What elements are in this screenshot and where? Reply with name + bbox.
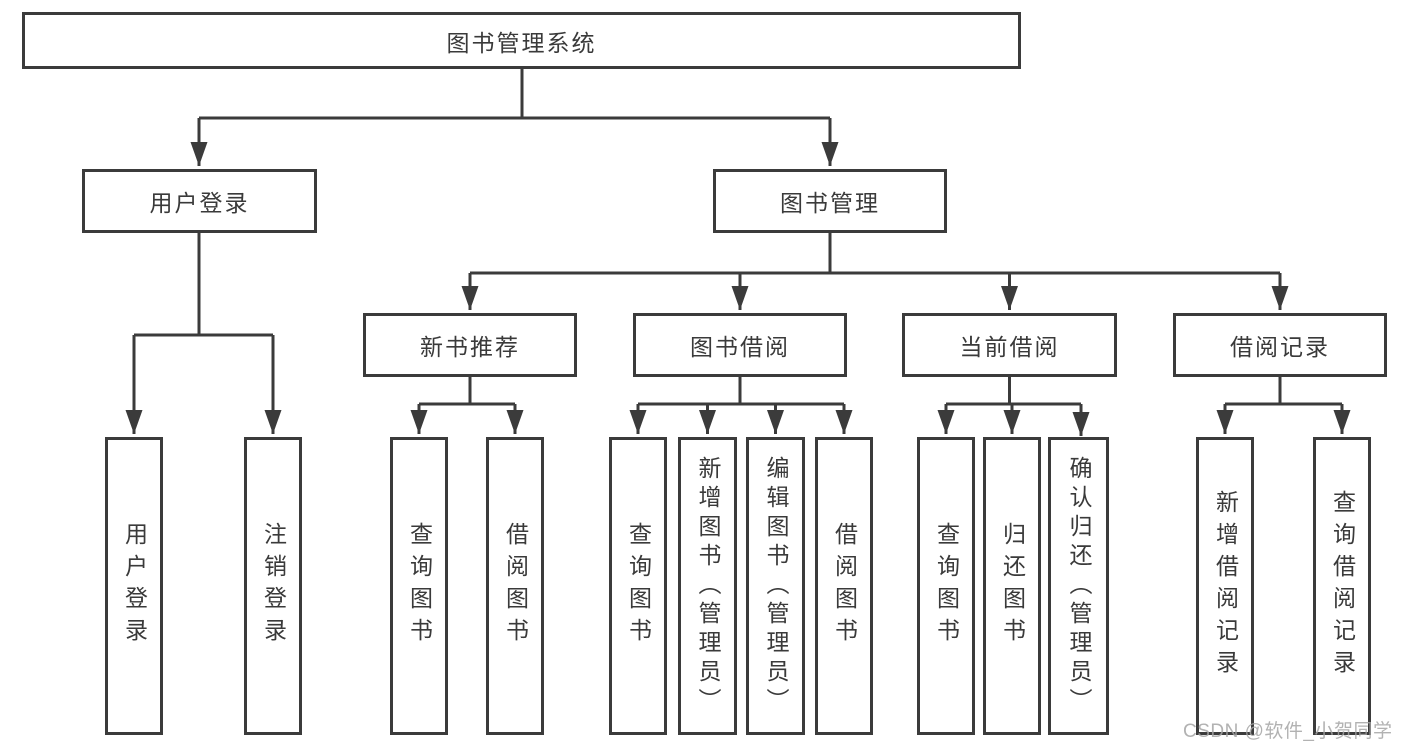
connector-current-bar bbox=[946, 377, 1081, 406]
connector-user-login-bar bbox=[134, 233, 273, 337]
node-book-management: 图书管理 bbox=[713, 169, 947, 233]
leaf-current-query-books: 查询图书 bbox=[917, 437, 975, 735]
node-new-book-recommend: 新书推荐 bbox=[363, 313, 577, 377]
node-borrow-records: 借阅记录 bbox=[1173, 313, 1387, 377]
node-book-borrow: 图书借阅 bbox=[633, 313, 847, 377]
leaf-query-borrow-record: 查询借阅记录 bbox=[1313, 437, 1371, 735]
leaf-edit-books-admin: 编辑图书（管理员） bbox=[746, 437, 805, 735]
leaf-add-borrow-record: 新增借阅记录 bbox=[1196, 437, 1254, 735]
leaf-recommend-borrow-books: 借阅图书 bbox=[486, 437, 544, 735]
node-current-borrow: 当前借阅 bbox=[902, 313, 1117, 377]
leaf-borrow-books: 借阅图书 bbox=[815, 437, 873, 735]
node-user-login: 用户登录 bbox=[82, 169, 317, 233]
leaf-user-login: 用户登录 bbox=[105, 437, 163, 735]
leaf-borrow-query-books: 查询图书 bbox=[609, 437, 667, 735]
leaf-logout: 注销登录 bbox=[244, 437, 302, 735]
node-library-management-system: 图书管理系统 bbox=[22, 12, 1021, 69]
connector-recommend-bar bbox=[419, 377, 515, 406]
leaf-confirm-return-admin: 确认归还（管理员） bbox=[1048, 437, 1109, 735]
connector-book-management-bar bbox=[470, 233, 1280, 275]
leaf-recommend-query-books: 查询图书 bbox=[390, 437, 448, 735]
connector-root-bar bbox=[199, 69, 830, 120]
leaf-add-books-admin: 新增图书（管理员） bbox=[678, 437, 737, 735]
csdn-watermark: CSDN @软件_小贺同学 bbox=[1183, 721, 1393, 742]
leaf-return-books: 归还图书 bbox=[983, 437, 1041, 735]
connector-borrow-bar bbox=[638, 377, 844, 406]
connector-records-bar bbox=[1225, 377, 1342, 406]
